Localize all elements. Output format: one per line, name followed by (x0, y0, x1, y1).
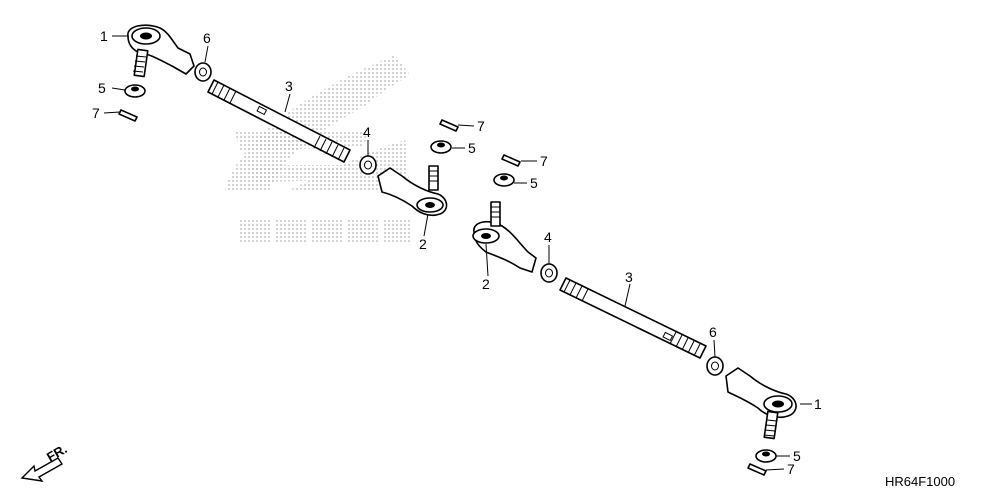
tie-rod-upper (207, 79, 351, 163)
callout-7-lower-center: 7 (540, 153, 548, 169)
diagram-code: HR64F1000 (885, 474, 955, 489)
tie-rod-end-outer-left (127, 24, 195, 78)
callout-2-lower: 2 (482, 276, 490, 292)
callout-4-lower: 4 (544, 229, 552, 245)
jam-nut-inner-lower (540, 263, 558, 283)
callout-5-lower-center: 5 (530, 175, 538, 191)
jam-nut-inner-upper (359, 155, 377, 175)
callout-1-lower: 1 (814, 396, 822, 412)
callout-5-upper-center: 5 (468, 140, 476, 156)
honda-wing-watermark (225, 55, 410, 244)
callout-labels: 1 6 5 7 3 4 7 5 2 7 5 2 4 3 6 1 5 7 (92, 28, 822, 477)
callout-3-lower: 3 (625, 269, 633, 285)
callout-4-upper: 4 (363, 124, 371, 140)
callout-2-upper: 2 (419, 236, 427, 252)
tie-rod-lower (559, 277, 707, 359)
castle-nut-upper-center (430, 140, 452, 154)
tie-rod-end-inner-upper (377, 165, 448, 217)
jam-nut-outer-left (194, 62, 212, 82)
tie-rod-end-inner-lower (472, 201, 537, 273)
castle-nut-lower-center (493, 173, 515, 187)
callout-5-lower-right: 5 (793, 448, 801, 464)
callout-1-upper: 1 (100, 28, 108, 44)
leader-lines (103, 35, 812, 471)
callout-3-upper: 3 (285, 78, 293, 94)
castle-nut-lower-right (755, 449, 777, 463)
jam-nut-outer-right (706, 356, 724, 376)
callout-7-upper-center: 7 (477, 118, 485, 134)
tie-rod-end-outer-right (725, 367, 797, 440)
callout-6-upper: 6 (203, 30, 211, 46)
cotter-pin-upper-center (439, 119, 459, 132)
cotter-pin-lower-right (747, 463, 767, 476)
callout-6-lower: 6 (709, 324, 717, 340)
honda-wordmark-watermark (240, 218, 410, 244)
callout-7-upper-left: 7 (92, 105, 100, 121)
cotter-pin-upper-left (118, 109, 138, 122)
callout-5-upper-left: 5 (98, 80, 106, 96)
front-direction-label: FR. (44, 441, 70, 464)
castle-nut-upper-left (124, 84, 146, 98)
callout-7-lower-right: 7 (787, 461, 795, 477)
cotter-pin-lower-center (501, 154, 521, 167)
front-direction-arrow: FR. (20, 441, 70, 482)
